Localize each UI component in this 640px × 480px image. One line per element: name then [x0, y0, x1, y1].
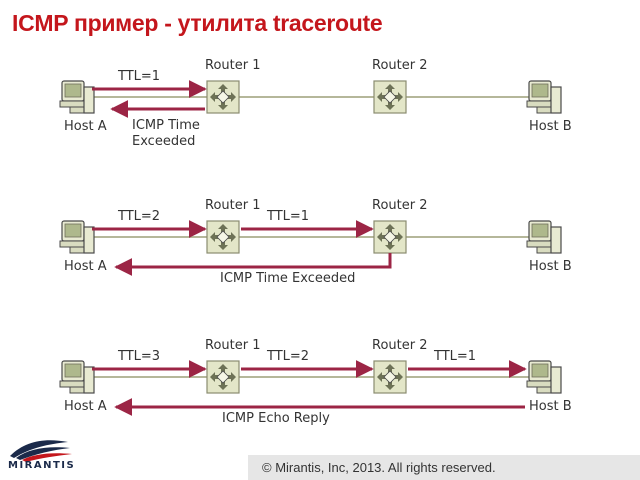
router-1-label: Router 1 — [205, 338, 261, 353]
router-2-label: Router 2 — [372, 338, 428, 353]
ttl-label: TTL=2 — [266, 349, 309, 364]
host-b-label: Host B — [529, 399, 572, 414]
router-1-icon — [206, 360, 240, 394]
router-2-icon — [373, 360, 407, 394]
reply-arrow — [114, 253, 392, 276]
host-b-icon — [526, 80, 562, 114]
mirantis-logo — [10, 440, 72, 462]
host-a-icon — [59, 80, 95, 114]
ttl-label: TTL=1 — [433, 349, 476, 364]
host-a-icon — [59, 360, 95, 394]
host-a-label: Host A — [64, 399, 107, 414]
host-b-icon — [526, 220, 562, 254]
footer-bar: © Mirantis, Inc, 2013. All rights reserv… — [248, 455, 640, 480]
host-a-icon — [59, 220, 95, 254]
router-2-label: Router 2 — [372, 198, 428, 213]
copyright-text: © Mirantis, Inc, 2013. All rights reserv… — [262, 460, 496, 475]
router-2-label: Router 2 — [372, 58, 428, 73]
slide-title: ICMP пример - утилита traceroute — [12, 10, 383, 36]
host-a-label: Host A — [64, 119, 107, 134]
host-b-label: Host B — [529, 119, 572, 134]
ttl-label: TTL=2 — [117, 209, 160, 224]
reply-label: ICMP Echo Reply — [222, 411, 330, 426]
router-2-icon — [373, 80, 407, 114]
ttl-label: TTL=3 — [117, 349, 160, 364]
logo-wordmark: MIRANTIS — [8, 460, 76, 471]
reply-label: Exceeded — [132, 134, 195, 149]
router-1-icon — [206, 80, 240, 114]
host-a-label: Host A — [64, 259, 107, 274]
reply-label: ICMP Time Exceeded — [220, 271, 355, 286]
reply-label: ICMP Time — [132, 118, 200, 133]
ttl-label: TTL=1 — [117, 69, 160, 84]
router-1-icon — [206, 220, 240, 254]
router-2-icon — [373, 220, 407, 254]
router-1-label: Router 1 — [205, 198, 261, 213]
ttl-label: TTL=1 — [266, 209, 309, 224]
host-b-label: Host B — [529, 259, 572, 274]
router-1-label: Router 1 — [205, 58, 261, 73]
host-b-icon — [526, 360, 562, 394]
